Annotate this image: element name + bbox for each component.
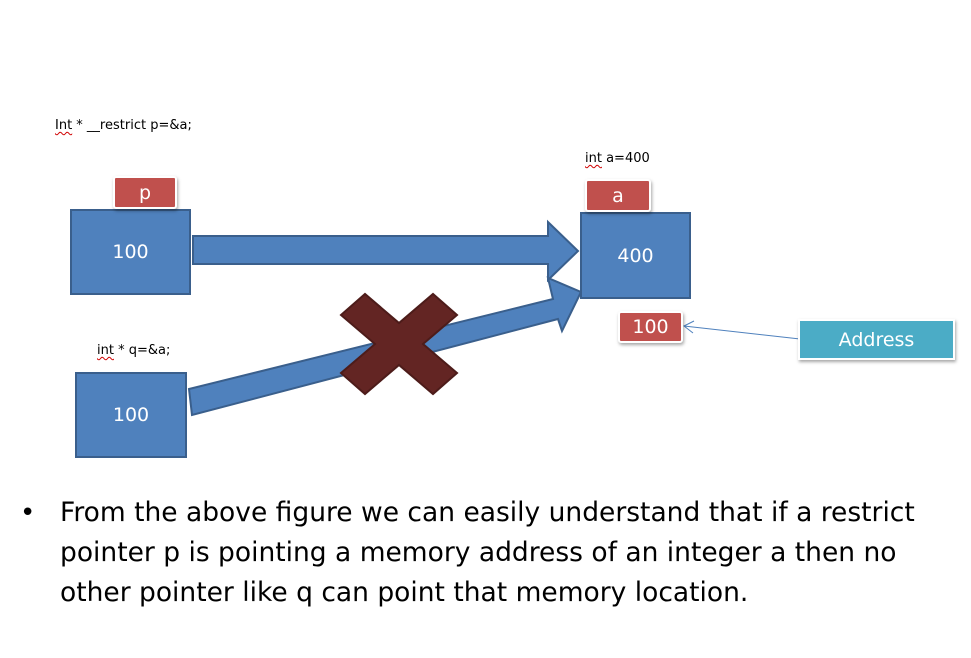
a-name-label: a: [612, 184, 624, 207]
a-name-tag: a: [585, 179, 651, 212]
restrict-declaration-rest: * __restrict p=&a;: [72, 118, 192, 133]
pointer-p-value: 100: [112, 241, 149, 263]
variable-a-value: 400: [617, 244, 654, 267]
address-label-box: Address: [798, 319, 955, 360]
int-a-declaration-label: int a=400: [585, 151, 650, 166]
int-q-declaration-label: int * q=&a;: [97, 343, 170, 358]
restrict-declaration-prefix: Int: [55, 118, 73, 133]
int-a-prefix: int: [585, 151, 602, 166]
address-label-text: Address: [838, 328, 915, 351]
int-q-rest: * q=&a;: [113, 343, 171, 358]
pointer-q-value: 100: [112, 404, 150, 426]
address-value-tag: 100: [618, 311, 683, 343]
cross-icon: [339, 292, 459, 396]
address-connector-arrowhead: [683, 320, 695, 334]
address-value-label: 100: [632, 316, 669, 338]
pointer-p-box: 100: [70, 209, 191, 295]
bullet-dot-icon: •: [20, 498, 36, 528]
bullet-text: From the above figure we can easily unde…: [60, 497, 915, 608]
p-name-tag: p: [113, 176, 177, 209]
int-q-prefix: int: [97, 343, 114, 358]
restrict-declaration-label: Int * __restrict p=&a;: [55, 118, 192, 133]
int-a-rest: a=400: [601, 151, 650, 166]
variable-a-box: 400: [580, 212, 691, 299]
p-name-label: p: [138, 181, 152, 204]
address-connector-line: [683, 325, 801, 340]
pointer-q-box: 100: [75, 372, 187, 458]
p-to-a-arrow: [192, 219, 580, 283]
